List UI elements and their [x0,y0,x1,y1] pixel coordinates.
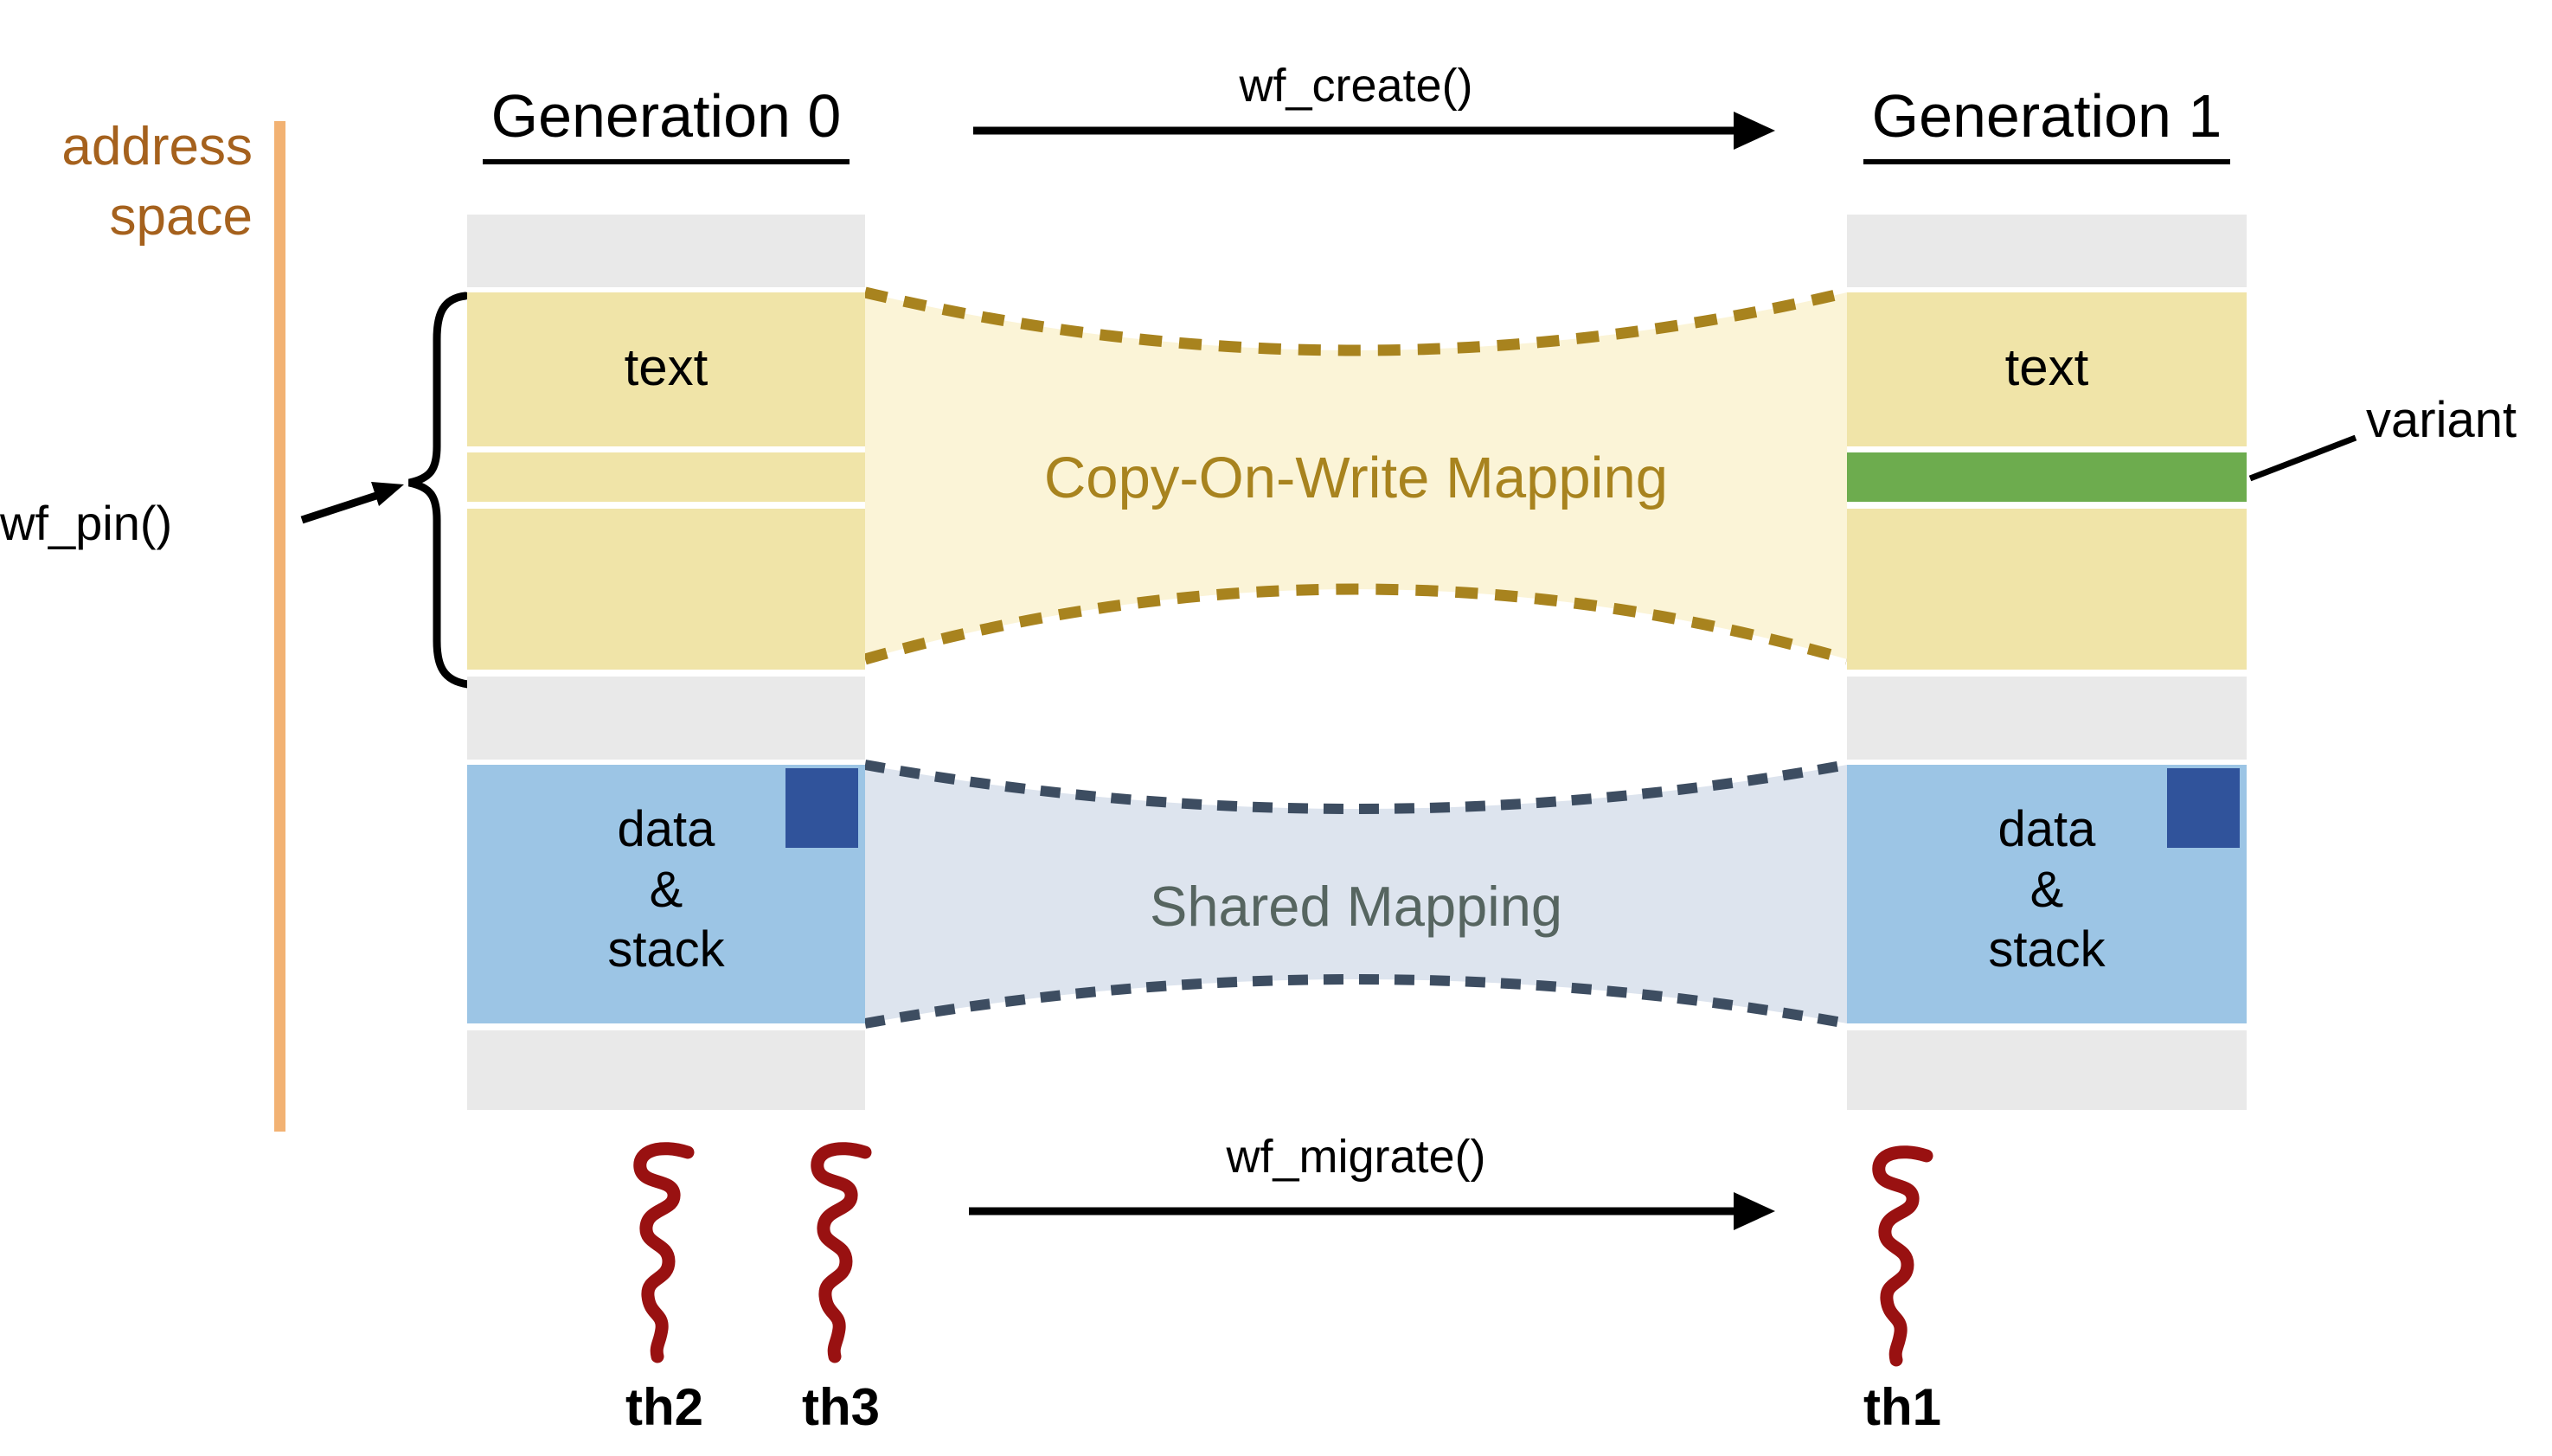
variant-label: variant [2366,392,2517,448]
gen1-segment-unmapped-middle [1847,677,2247,760]
thread-squiggle-icon-th3 [811,1142,872,1363]
address-space-label-line2: space [109,186,253,247]
thread-label-th2: th2 [625,1378,703,1436]
pinned-region-brace-icon [407,292,472,689]
gen0-data-stack-label: data & stack [607,801,725,978]
gen0-text-segment: text [467,292,865,446]
address-space-rail [274,121,285,1132]
wf-create-label: wf_create() [1239,60,1473,112]
gen1-private-page-square [2167,768,2240,848]
shared-mapping-region [865,765,1847,1023]
shared-mapping-bottom-dashed-curve [863,974,1849,1029]
gen1-variant-page-row [1847,452,2247,502]
wf-migrate-arrow [969,1192,1775,1230]
generation-1-heading: Generation 1 [1847,81,2247,164]
generation-1-address-space-column: text data & stack [1847,0,2247,1110]
shared-mapping-top-dashed-curve [863,760,1849,814]
gen1-segment-unmapped-bottom [1847,1030,2247,1110]
gen0-pinned-page-row [467,452,865,502]
gen1-text-segment: text [1847,292,2247,446]
thread-label-th3: th3 [802,1378,880,1436]
gen1-text-segment-label: text [2004,338,2089,396]
wf-pin-label: wf_pin() [0,496,173,550]
variant-callout-line [2248,434,2357,482]
cow-mapping-bottom-dashed-curve [863,583,1849,665]
gen1-data-stack-segment: data & stack [1847,765,2247,1023]
thread-squiggle-icon-th1 [1872,1145,1933,1367]
gen1-text-segment-lower [1847,509,2247,670]
thread-label-th1: th1 [1863,1378,1941,1436]
gen0-data-stack-segment: data & stack [467,765,865,1023]
thread-squiggle-icon-th2 [633,1142,695,1363]
wf-migrate-label: wf_migrate() [1226,1131,1486,1183]
gen0-segment-unmapped-top [467,215,865,287]
cow-mapping-region [865,292,1847,659]
gen0-text-segment-lower [467,509,865,670]
generation-0-heading: Generation 0 [467,81,865,164]
generation-0-address-space-column: text data & stack [467,0,865,1110]
cow-mapping-top-dashed-curve [863,286,1849,356]
gen0-private-page-square [785,768,858,848]
wf-create-arrow [973,112,1775,150]
gen1-data-stack-label: data & stack [1988,801,2106,978]
gen1-segment-unmapped-top [1847,215,2247,287]
cow-mapping-label: Copy-On-Write Mapping [1043,446,1669,510]
wf-pin-arrow [300,482,404,524]
gen0-segment-unmapped-middle [467,677,865,760]
address-space-label-line1: address [61,117,253,176]
gen0-text-segment-label: text [624,338,709,396]
shared-mapping-label: Shared Mapping [1150,875,1562,938]
address-space-label: address space [31,112,253,252]
gen0-segment-unmapped-bottom [467,1030,865,1110]
